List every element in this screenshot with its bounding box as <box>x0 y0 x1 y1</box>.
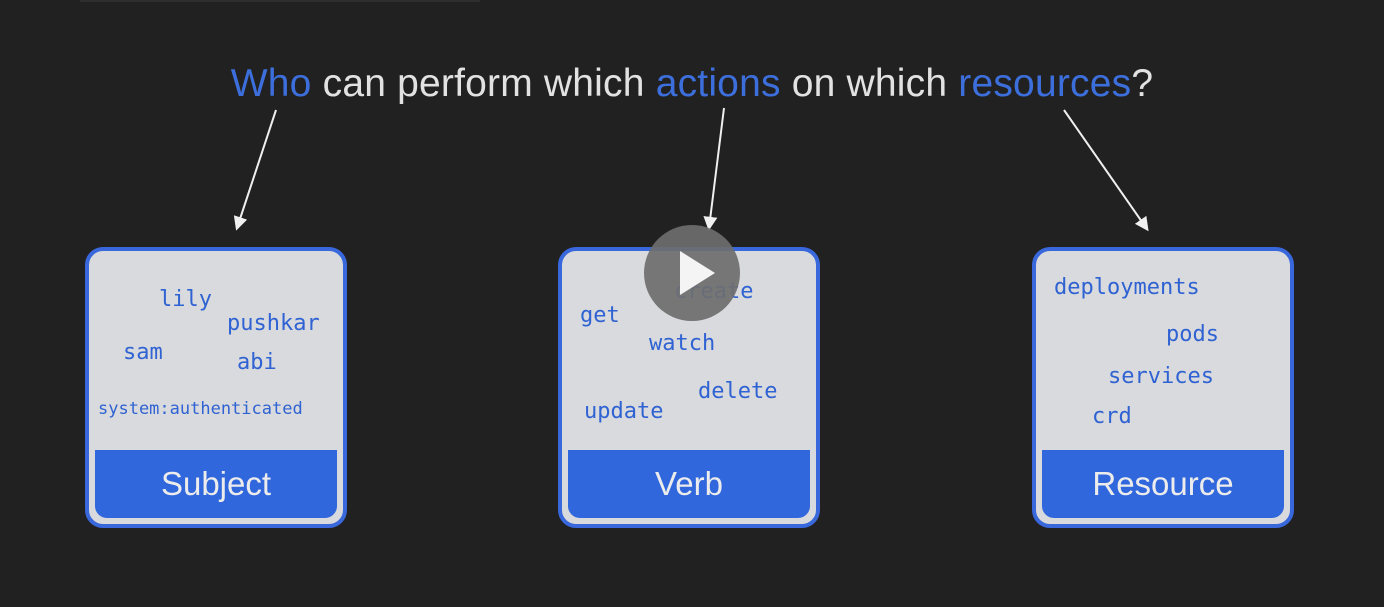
top-edge-bar <box>80 0 480 2</box>
subject-word-lily: lily <box>159 287 212 312</box>
subject-word-pushkar: pushkar <box>227 311 320 336</box>
headline-actions: actions <box>655 62 781 105</box>
subject-word-system-authenticated: system:authenticated <box>98 399 303 419</box>
resource-word-crd: crd <box>1092 404 1132 429</box>
resource-word-services: services <box>1108 364 1214 389</box>
arrow-who-to-subject <box>233 109 277 231</box>
headline-text-2: on which <box>780 62 959 105</box>
resource-word-deployments: deployments <box>1054 275 1200 300</box>
headline: Who can perform which actions on which r… <box>0 62 1384 106</box>
headline-text-1: can perform which <box>311 62 656 105</box>
subject-word-abi: abi <box>237 350 277 375</box>
resource-label: Resource <box>1042 450 1284 518</box>
play-button[interactable] <box>644 225 740 321</box>
arrow-actions-to-verb <box>703 107 725 231</box>
verb-label: Verb <box>568 450 810 518</box>
headline-resources: resources <box>958 62 1132 105</box>
headline-text-3: ? <box>1131 62 1154 105</box>
subject-word-sam: sam <box>123 340 163 365</box>
verb-word-watch: watch <box>649 331 716 356</box>
resource-card: deployments pods services crd Resource <box>1032 247 1294 528</box>
headline-who: Who <box>230 62 312 105</box>
verb-word-get: get <box>580 303 620 328</box>
verb-word-update: update <box>584 399 664 424</box>
arrow-resources-to-resource <box>1063 109 1149 232</box>
resource-word-pods: pods <box>1166 322 1219 347</box>
subject-label: Subject <box>95 450 337 518</box>
verb-word-delete: delete <box>698 379 778 404</box>
play-icon <box>680 251 715 295</box>
subject-card: lily pushkar sam abi system:authenticate… <box>85 247 347 528</box>
